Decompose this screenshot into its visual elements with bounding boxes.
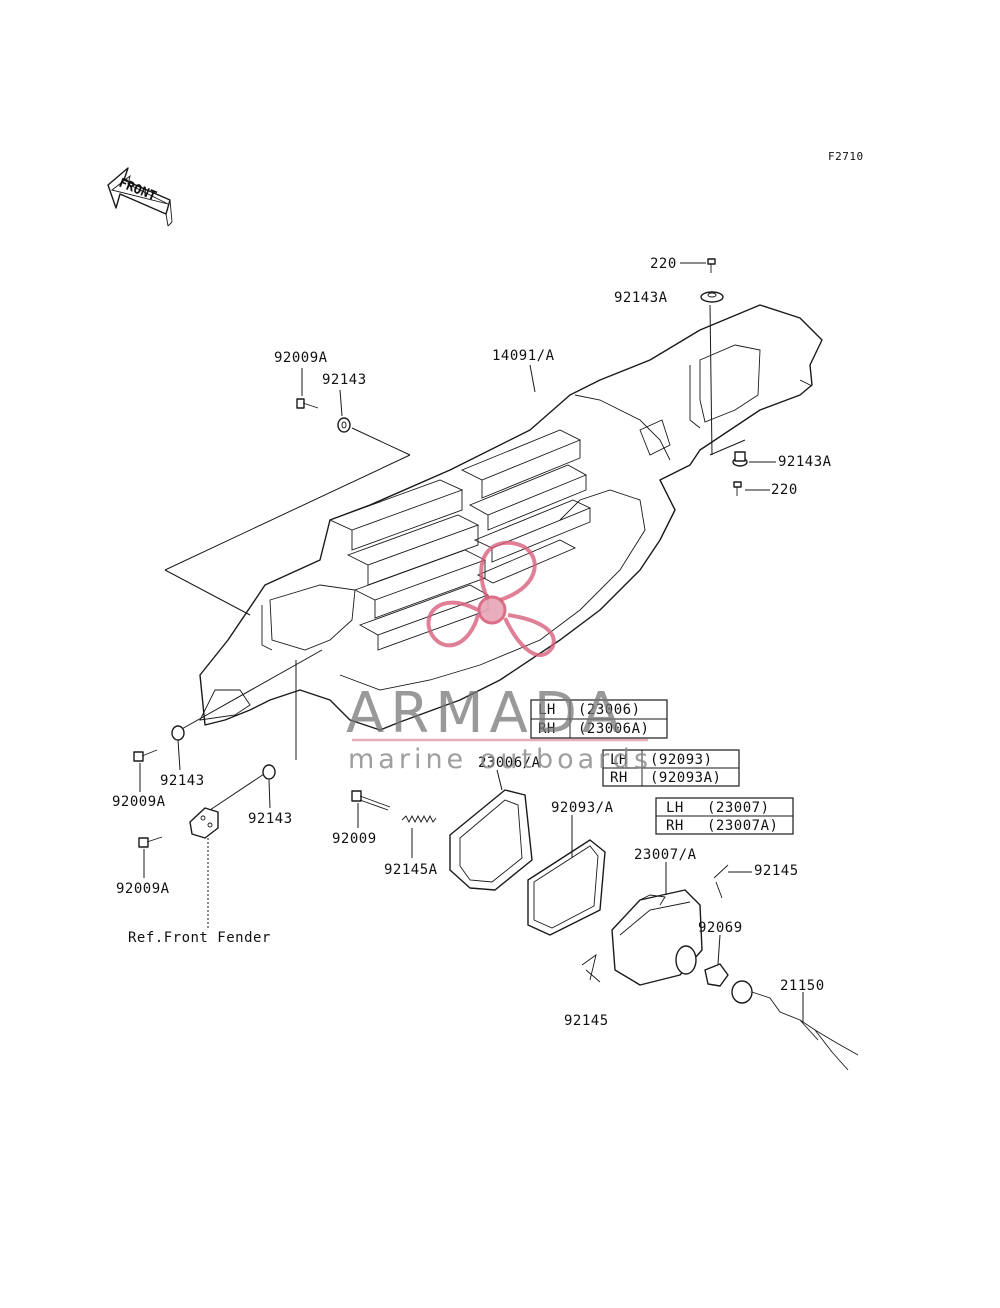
table2-side-lh: LH xyxy=(610,752,628,768)
part-labels: 220 92143A 14091/A 92009A 92143 92143A 2… xyxy=(112,256,832,1029)
watermark-brand: ARMADA xyxy=(346,681,626,746)
gasket-92093 xyxy=(527,815,606,936)
washer-92143-mid xyxy=(262,764,276,809)
table2-part-lh: (92093) xyxy=(650,752,713,768)
table3-part-lh: (23007) xyxy=(707,800,770,816)
bulb-92069 xyxy=(704,934,729,987)
label-92009A-top: 92009A xyxy=(274,350,328,366)
clip-92145-bottom xyxy=(581,953,601,983)
screw-92009A-bottom xyxy=(138,836,163,878)
label-23007A: 23007/A xyxy=(634,847,697,863)
screw-92009A-mid xyxy=(133,749,158,792)
label-92143-top: 92143 xyxy=(322,372,367,388)
table1-part-rh: (23006A) xyxy=(578,721,649,737)
table3-part-rh: (23007A) xyxy=(707,818,778,834)
screw-92009A-top xyxy=(296,368,319,409)
screw-92009 xyxy=(351,790,391,828)
washer-92143-left xyxy=(171,725,185,771)
headlamp-unit-23007 xyxy=(611,862,703,986)
label-23006A: 23006/A xyxy=(478,755,541,771)
headlight-cover-14091 xyxy=(199,304,823,731)
spring-92145A xyxy=(401,814,437,858)
table1-side-lh: LH xyxy=(538,702,556,718)
table2-part-rh: (92093A) xyxy=(650,770,721,786)
grommet-92143A-right xyxy=(732,451,776,467)
label-14091A: 14091/A xyxy=(492,348,555,364)
propeller-logo-icon xyxy=(426,540,556,658)
label-92143A-top: 92143A xyxy=(614,290,668,306)
label-92143A-right: 92143A xyxy=(778,454,832,470)
table1-part-lh: (23006) xyxy=(578,702,641,718)
front-arrow-icon: FRONT xyxy=(107,167,173,227)
ref-front-fender-note: Ref.Front Fender xyxy=(128,930,271,946)
guide-lines xyxy=(164,304,746,930)
washer-92143-top xyxy=(337,389,351,433)
screw-220-top xyxy=(680,258,716,273)
watermark-tagline: marine outboards xyxy=(348,744,652,775)
socket-harness-21150 xyxy=(731,980,859,1071)
label-21150: 21150 xyxy=(780,978,825,994)
label-92009A-mid: 92009A xyxy=(112,794,166,810)
label-92009A-bottom: 92009A xyxy=(116,881,170,897)
side-table-92093: LH (92093) RH (92093A) xyxy=(602,749,740,787)
label-92145-bottom: 92145 xyxy=(564,1013,609,1029)
label-92145-right: 92145 xyxy=(754,863,799,879)
side-table-23006: LH (23006) RH (23006A) xyxy=(530,699,668,739)
label-92093A: 92093/A xyxy=(551,800,614,816)
armada-watermark: ARMADA marine outboards xyxy=(346,540,652,775)
table3-side-rh: RH xyxy=(666,818,684,834)
grommet-92143A-top xyxy=(700,291,724,303)
label-220-top: 220 xyxy=(650,256,677,272)
clip-92145-right xyxy=(713,864,752,899)
table2-side-rh: RH xyxy=(610,770,628,786)
headlight-rim-23006 xyxy=(449,769,533,891)
label-92143-mid: 92143 xyxy=(248,811,293,827)
label-220-right: 220 xyxy=(771,482,798,498)
label-92069: 92069 xyxy=(698,920,743,936)
bracket-clip xyxy=(189,807,219,839)
table3-side-lh: LH xyxy=(666,800,684,816)
side-table-23007: LH (23007) RH (23007A) xyxy=(655,797,794,835)
label-92009: 92009 xyxy=(332,831,377,847)
label-92143-left: 92143 xyxy=(160,773,205,789)
figure-code: F2710 xyxy=(828,150,864,163)
screw-220-right xyxy=(733,481,770,496)
table1-side-rh: RH xyxy=(538,721,556,737)
label-92145A: 92145A xyxy=(384,862,438,878)
